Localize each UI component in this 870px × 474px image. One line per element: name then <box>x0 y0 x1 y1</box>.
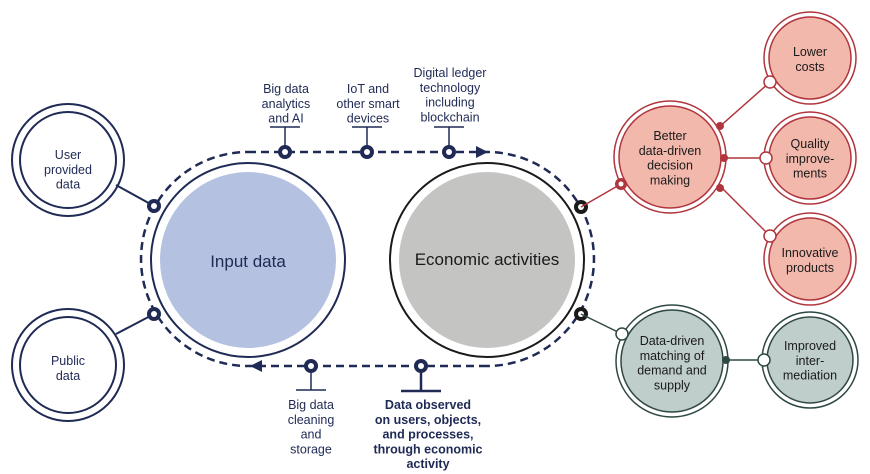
intermediation-port-dot <box>757 353 771 367</box>
matching-port-dot <box>615 327 629 341</box>
decision-branch-dots <box>716 122 728 192</box>
economic-activities-node: Economic activities <box>389 162 585 358</box>
economic-activities-label: Economic activities <box>415 250 560 269</box>
bottom-flow-path <box>139 150 487 368</box>
input-port-dot-top <box>147 199 161 213</box>
matching-branch-dot <box>722 356 730 364</box>
public-data-connector <box>115 313 155 335</box>
input-data-label: Input data <box>210 252 286 271</box>
top-flow-dots <box>278 145 456 159</box>
decision-port-dot <box>615 178 627 190</box>
top-flow-arrowhead <box>476 146 488 158</box>
bottom-flow-dots <box>304 359 428 373</box>
econ-to-decision-connector <box>580 183 622 208</box>
input-port-dot-bottom <box>147 307 161 321</box>
bottom-flow-arrowhead <box>250 360 262 372</box>
econ-to-matching-connector <box>580 313 623 335</box>
decision-branches <box>717 81 771 237</box>
top-flow-path <box>248 150 596 368</box>
user-data-connector <box>115 184 155 207</box>
outcome-port-dots <box>759 75 777 243</box>
input-data-node: Input data <box>150 162 346 358</box>
